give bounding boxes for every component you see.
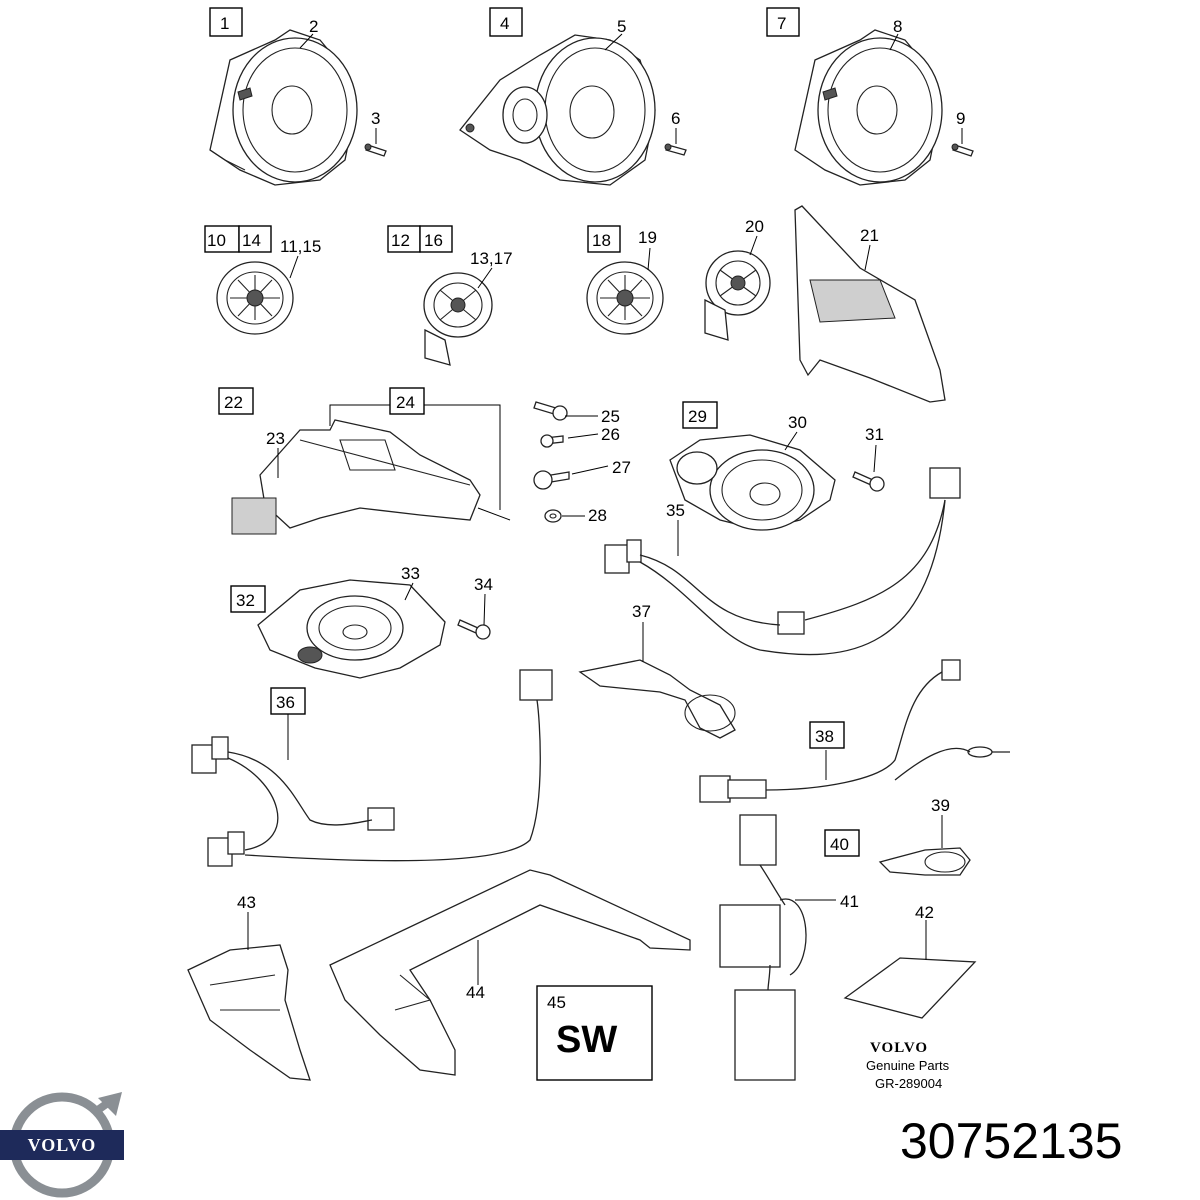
callout-box-1 xyxy=(209,7,243,37)
label-6: 6 xyxy=(671,109,680,128)
callout-box-32 xyxy=(230,585,266,613)
callout-box-29 xyxy=(682,401,718,429)
callout-box-4 xyxy=(489,7,523,37)
label-45: 45 xyxy=(547,993,566,1012)
screw-31 xyxy=(852,471,885,492)
screw-26 xyxy=(540,434,564,448)
label-28: 28 xyxy=(588,506,607,525)
label-30: 30 xyxy=(788,413,807,432)
harness-35 xyxy=(604,467,961,656)
label-44: 44 xyxy=(466,983,485,1002)
label-3: 3 xyxy=(371,109,380,128)
label-32: 32 xyxy=(236,591,255,610)
callout-box-18 xyxy=(587,225,621,253)
label-33: 33 xyxy=(401,564,420,583)
label-8: 8 xyxy=(893,17,902,36)
pad-42 xyxy=(843,957,977,1019)
label-10: 10 xyxy=(207,231,226,250)
part-number: 30752135 xyxy=(900,1113,1123,1169)
label-27: 27 xyxy=(612,458,631,477)
screw-25 xyxy=(533,401,568,421)
label-7: 7 xyxy=(777,14,786,33)
label-37: 37 xyxy=(632,602,651,621)
harness-41 xyxy=(719,814,807,1081)
label-9: 9 xyxy=(956,109,965,128)
label-19: 19 xyxy=(638,228,657,247)
speaker-8 xyxy=(794,29,943,186)
label-29: 29 xyxy=(688,407,707,426)
label-1: 1 xyxy=(220,14,229,33)
callout-box-24 xyxy=(389,387,425,415)
label-5: 5 xyxy=(617,17,626,36)
label-2: 2 xyxy=(309,17,318,36)
label-23: 23 xyxy=(266,429,285,448)
volvo-logo: VOLVO xyxy=(0,1092,124,1198)
tweeter-13-17 xyxy=(423,272,493,366)
callout-box-45 xyxy=(536,985,653,1081)
label-14: 14 xyxy=(242,231,261,250)
callout-box-38 xyxy=(809,721,845,749)
genuine-line: Genuine Parts xyxy=(866,1058,950,1073)
label-24: 24 xyxy=(396,393,415,412)
label-43: 43 xyxy=(237,893,256,912)
sw-label: SW xyxy=(556,1019,617,1061)
label-21: 21 xyxy=(860,226,879,245)
label-25: 25 xyxy=(601,407,620,426)
label-4: 4 xyxy=(500,14,509,33)
strap-37 xyxy=(578,659,736,739)
label-12: 12 xyxy=(391,231,410,250)
label-16: 16 xyxy=(424,231,443,250)
screw-34 xyxy=(457,619,491,640)
genuine-code: GR-289004 xyxy=(875,1076,942,1091)
label-34: 34 xyxy=(474,575,493,594)
screw-3 xyxy=(364,143,387,157)
callout-box-7 xyxy=(766,7,800,37)
genuine-parts-block: VOLVO Genuine Parts GR-289004 xyxy=(866,1040,950,1091)
label-18: 18 xyxy=(592,231,611,250)
genuine-brand: VOLVO xyxy=(870,1040,928,1056)
label-20: 20 xyxy=(745,217,764,236)
label-22: 22 xyxy=(224,393,243,412)
label-36: 36 xyxy=(276,693,295,712)
cover-43 xyxy=(187,944,311,1081)
harness-38 xyxy=(699,659,1010,803)
harness-36 xyxy=(191,669,553,867)
tweeter-19 xyxy=(586,261,664,335)
label-42: 42 xyxy=(915,903,934,922)
panel-44 xyxy=(329,869,691,1076)
label-11-15: 11,15 xyxy=(280,237,321,256)
tweeter-11-15 xyxy=(216,261,294,335)
speaker-33 xyxy=(257,579,446,679)
screw-27 xyxy=(533,470,570,490)
label-40: 40 xyxy=(830,835,849,854)
label-39: 39 xyxy=(931,796,950,815)
callout-box-22 xyxy=(218,387,254,415)
bracket-23 xyxy=(231,419,511,535)
speaker-30 xyxy=(669,434,836,531)
screw-6 xyxy=(664,143,687,156)
callout-box-16 xyxy=(419,225,453,253)
leader-lines xyxy=(247,33,963,985)
label-38: 38 xyxy=(815,727,834,746)
strap-39 xyxy=(878,847,971,876)
logo-text: VOLVO xyxy=(28,1135,97,1155)
label-26: 26 xyxy=(601,425,620,444)
logo-band xyxy=(0,1130,124,1160)
label-13-17: 13,17 xyxy=(470,249,513,268)
label-31: 31 xyxy=(865,425,884,444)
leader-24 xyxy=(329,404,501,510)
trim-panel-21 xyxy=(794,205,946,403)
callout-box-36 xyxy=(270,687,306,715)
speaker-5 xyxy=(459,34,656,186)
callout-box-14 xyxy=(238,225,272,253)
label-41: 41 xyxy=(840,892,859,911)
callout-labels: 1 2 3 4 5 6 7 8 9 10 14 11,15 12 16 13,1… xyxy=(207,14,965,1061)
washer-28 xyxy=(544,509,562,523)
speaker-2 xyxy=(209,29,358,186)
label-35: 35 xyxy=(666,501,685,520)
tweeter-20 xyxy=(704,250,771,341)
screw-9 xyxy=(951,143,974,157)
callout-box-40 xyxy=(824,829,860,857)
